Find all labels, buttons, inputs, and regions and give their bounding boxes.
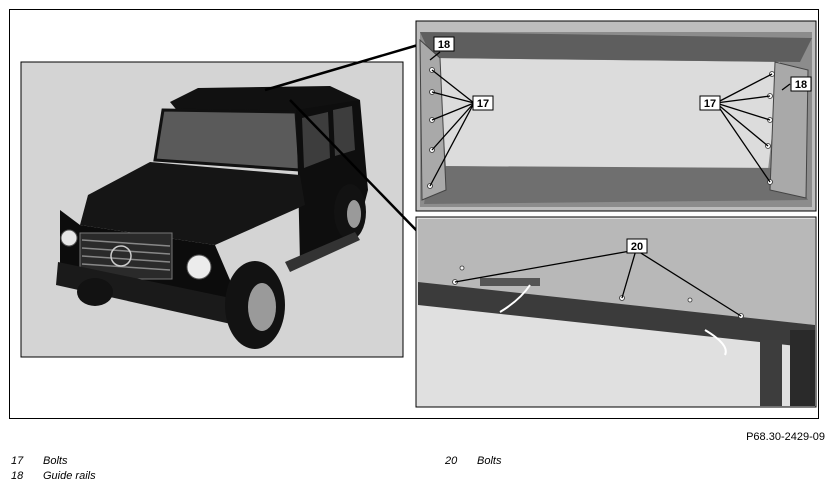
callout-20-text: 20	[631, 241, 643, 253]
detail-photo-guide-rails	[415, 20, 817, 212]
legend-number: 20	[445, 455, 458, 467]
legend-label: Bolts	[43, 455, 68, 467]
legend-label: Bolts	[477, 455, 502, 467]
legend-item-18: 18 Guide rails	[11, 470, 96, 482]
callout-17-left-text: 17	[477, 98, 489, 110]
vehicle-photo	[20, 61, 404, 358]
callout-label-20: 20	[626, 238, 648, 254]
figure-reference-code: P68.30-2429-09	[746, 431, 825, 443]
callout-label-17-left: 17	[472, 95, 494, 111]
legend-item-20: 20 Bolts	[445, 455, 501, 467]
legend-number: 17	[11, 455, 24, 467]
callout-18-top-text: 18	[438, 39, 450, 51]
legend-label: Guide rails	[43, 470, 96, 482]
connector-lines	[264, 43, 419, 233]
callout-label-18-right: 18	[790, 76, 812, 92]
callout-label-18-top: 18	[433, 36, 455, 52]
callout-18-right-text: 18	[795, 79, 807, 91]
legend-item-17: 17 Bolts	[11, 455, 67, 467]
callout-label-17-right: 17	[699, 95, 721, 111]
callout-17-right-text: 17	[704, 98, 716, 110]
detail-photo-roof-bolts	[415, 216, 817, 408]
legend-number: 18	[11, 470, 24, 482]
